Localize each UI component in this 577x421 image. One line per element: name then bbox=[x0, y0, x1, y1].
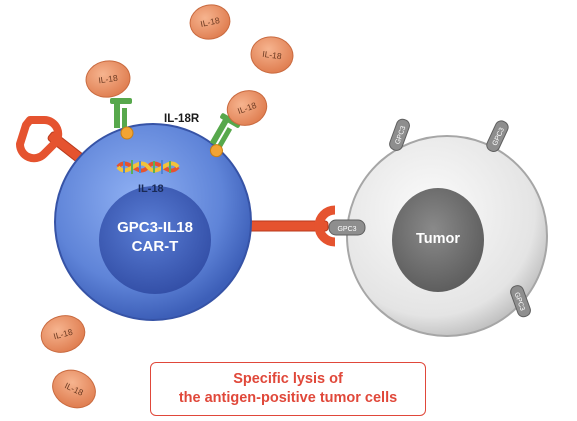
car-t-cell bbox=[54, 123, 252, 321]
caption-line-1: Specific lysis of bbox=[233, 371, 343, 387]
gpc3-antigen-bottom-right: GPC3 bbox=[510, 285, 531, 318]
il18-cytokine-6: IL-18 bbox=[52, 369, 96, 409]
svg-text:IL-18: IL-18 bbox=[52, 327, 74, 342]
svg-text:IL-18: IL-18 bbox=[262, 49, 283, 62]
il18-receptor-left bbox=[110, 98, 134, 140]
car-receptor-bridge bbox=[245, 205, 336, 247]
gpc3-antigen-bound: GPC3 bbox=[328, 219, 366, 236]
svg-text:IL-18: IL-18 bbox=[98, 73, 119, 86]
car-t-label-line2: CAR-T bbox=[132, 238, 179, 255]
gpc3-antigen-top-right: GPC3 bbox=[486, 120, 509, 152]
car-t-label-line1: GPC3-IL18 bbox=[117, 219, 193, 236]
il18-cytokine-1: IL-18 bbox=[189, 4, 231, 40]
il18r-label: IL-18R bbox=[164, 113, 200, 125]
caption-box: Specific lysis of the antigen-positive t… bbox=[150, 362, 426, 416]
tumor-nucleus bbox=[392, 188, 484, 292]
il18-cytokine-4: IL-18 bbox=[226, 90, 268, 126]
il18-cytokine-3: IL-18 bbox=[85, 60, 131, 98]
gpc3-label-bound: GPC3 bbox=[337, 226, 356, 233]
il18-receptor-right bbox=[209, 113, 241, 158]
dna-helix-icon bbox=[116, 160, 180, 174]
tumor-cell bbox=[346, 135, 548, 337]
gpc3-antigen-top-left: GPC3 bbox=[389, 118, 410, 151]
car-t-nucleus bbox=[99, 186, 211, 294]
tumor-label: Tumor bbox=[416, 231, 460, 247]
caption-line-2: the antigen-positive tumor cells bbox=[178, 390, 398, 406]
svg-text:IL-18: IL-18 bbox=[199, 15, 220, 29]
il18-cytokine-2: IL-18 bbox=[250, 36, 294, 74]
il18-cytokine-5: IL-18 bbox=[40, 315, 86, 353]
il18-gene-label: IL-18 bbox=[138, 183, 164, 195]
